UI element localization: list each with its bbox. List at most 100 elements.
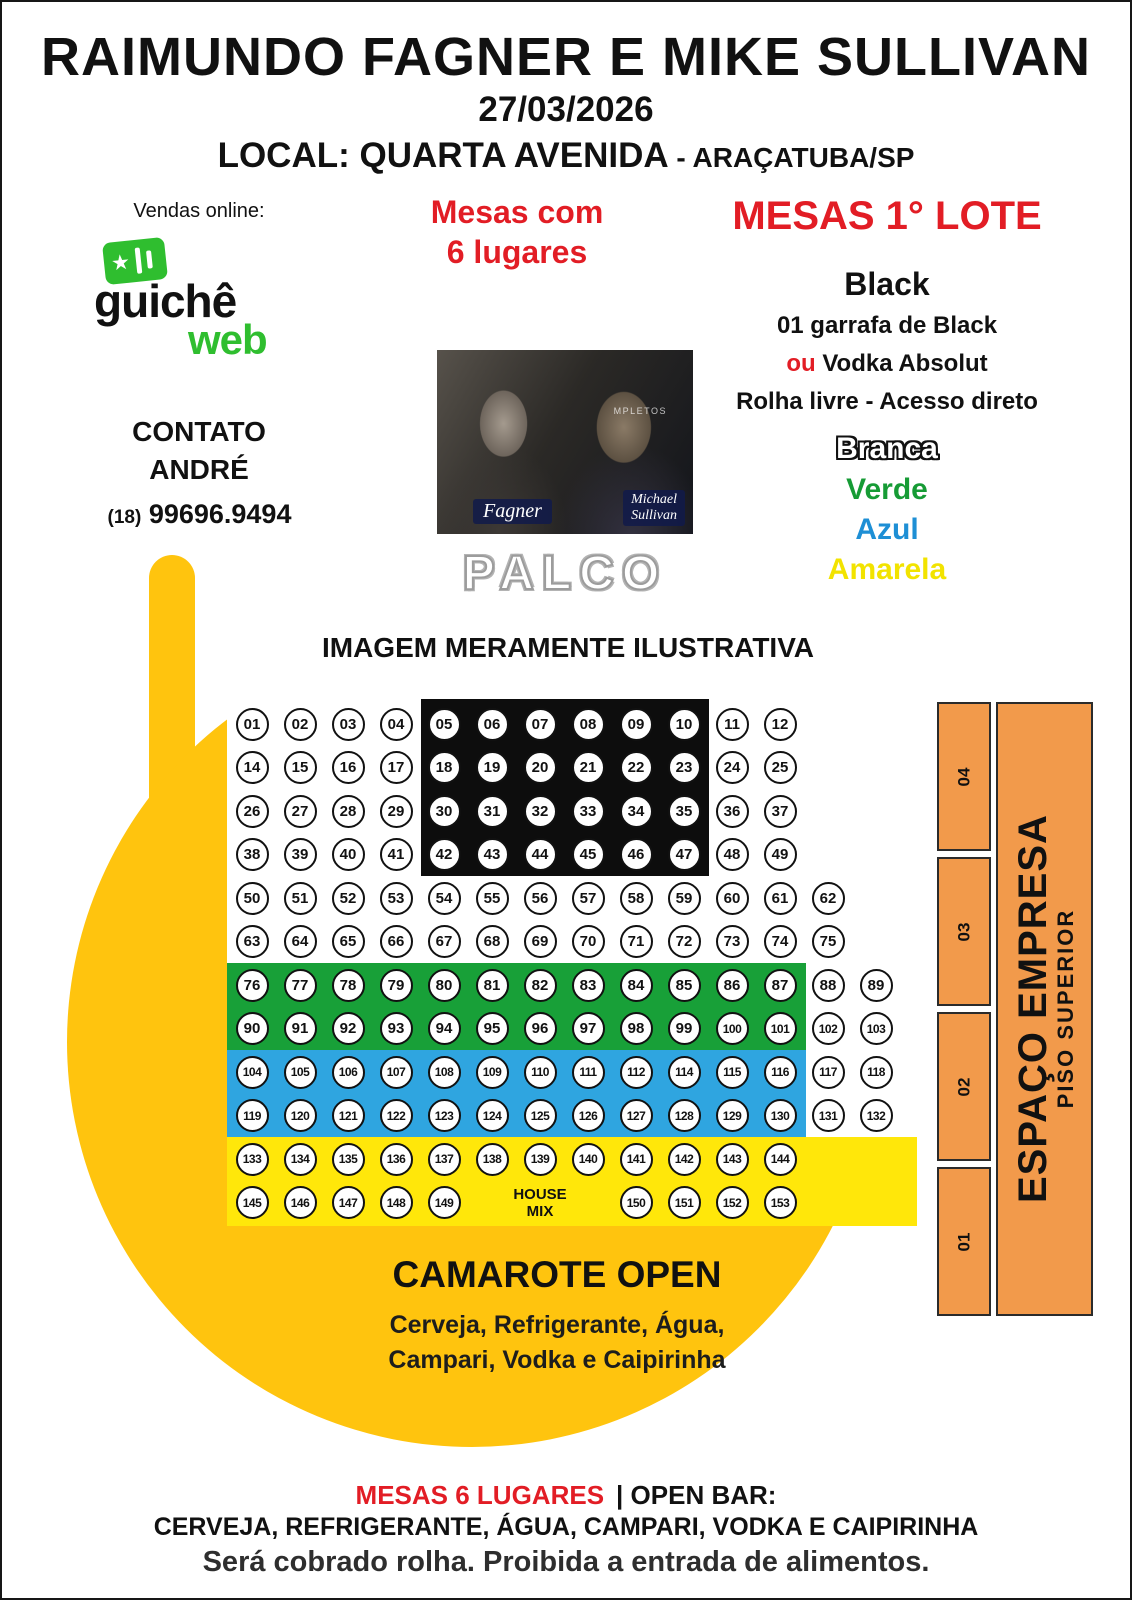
seat-118: 118 [859,1055,893,1089]
seat-91: 91 [283,1012,317,1045]
footer-drinks-line: CERVEJA, REFRIGERANTE, ÁGUA, CAMPARI, VO… [153,1513,979,1541]
seat-15: 15 [283,751,317,784]
seat-140: 140 [571,1142,605,1176]
seat-42: 42 [427,838,461,871]
package-detail-2: ou Vodka Absolut [707,350,1067,378]
camarote-open-title: CAMAROTE OPEN [392,1254,722,1295]
seat-30: 30 [427,794,461,828]
seat-38: 38 [235,838,269,871]
seat-18: 18 [427,751,461,784]
seat-119: 119 [235,1099,269,1132]
seat-100: 100 [715,1012,749,1045]
seat-17: 17 [379,751,413,784]
ou-word: ou [786,350,816,377]
seat-128: 128 [667,1099,701,1132]
camarote-drinks-line1: Cerveja, Refrigerante, Água, [389,1311,725,1339]
seat-138: 138 [475,1142,509,1176]
seat-107: 107 [379,1055,413,1089]
seat-115: 115 [715,1055,749,1089]
side-box-label: 02 [953,1077,973,1096]
phone-number: 99696.9494 [141,499,292,529]
zone-green [227,963,806,1051]
guicheweb-logo-word1: guichê [94,275,237,327]
seat-112: 112 [619,1055,653,1089]
seat-131: 131 [811,1099,845,1132]
seat-62: 62 [811,881,845,915]
seat-43: 43 [475,838,509,871]
legend-amarela: Amarela [827,553,947,586]
seat-02: 02 [283,707,317,741]
star-icon: ★ [109,250,132,275]
background-mask [195,542,925,700]
contact-phone: (18) 99696.9494 [62,499,337,530]
side-box-label: 04 [953,767,973,786]
seat-25: 25 [763,751,797,784]
seat-58: 58 [619,881,653,915]
seat-66: 66 [379,925,413,958]
seat-27: 27 [283,794,317,828]
footer-rolha-line: Será cobrado rolha. Proibida a entrada d… [202,1546,930,1578]
seat-80: 80 [427,968,461,1002]
seat-72: 72 [667,925,701,958]
mesas-6-lugares-text: MESAS 6 LUGARES [355,1480,605,1510]
seat-106: 106 [331,1055,365,1089]
seat-60: 60 [715,881,749,915]
seat-14: 14 [235,751,269,784]
seat-90: 90 [235,1012,269,1045]
seat-08: 08 [571,707,605,741]
seat-147: 147 [331,1186,365,1219]
seat-124: 124 [475,1099,509,1132]
seat-70: 70 [571,925,605,958]
seat-21: 21 [571,751,605,784]
seat-144: 144 [763,1142,797,1176]
side-box-01: 01 [937,1167,991,1316]
seat-92: 92 [331,1012,365,1045]
seat-141: 141 [619,1142,653,1176]
seat-121: 121 [331,1099,365,1132]
seat-69: 69 [523,925,557,958]
mesas-com-label: Mesas com [430,194,604,230]
ticket-bar-icon [134,247,143,274]
seat-110: 110 [523,1055,557,1089]
seat-51: 51 [283,881,317,915]
seat-94: 94 [427,1012,461,1045]
seat-148: 148 [379,1186,413,1219]
seat-104: 104 [235,1055,269,1089]
side-box-label: 03 [953,922,973,941]
seat-63: 63 [235,925,269,958]
seat-82: 82 [523,968,557,1002]
seat-97: 97 [571,1012,605,1045]
seat-98: 98 [619,1012,653,1045]
seat-146: 146 [283,1186,317,1219]
event-date: 27/03/2026 [478,90,654,129]
seat-23: 23 [667,751,701,784]
seat-133: 133 [235,1142,269,1176]
seat-37: 37 [763,794,797,828]
piso-superior-label: PISO SUPERIOR [1052,909,1078,1109]
seat-89: 89 [859,968,893,1002]
side-box-label: 01 [953,1232,973,1251]
seat-102: 102 [811,1012,845,1045]
seat-10: 10 [667,707,701,741]
seat-26: 26 [235,794,269,828]
seat-05: 05 [427,707,461,741]
illustrative-disclaimer: IMAGEM MERAMENTE ILUSTRATIVA [321,632,815,663]
seat-122: 122 [379,1099,413,1132]
seat-61: 61 [763,881,797,915]
seat-20: 20 [523,751,557,784]
seat-24: 24 [715,751,749,784]
photo-overlay-text: MPLETOS [613,406,667,416]
seat-151: 151 [667,1186,701,1219]
seat-64: 64 [283,925,317,958]
contact-name: ANDRÉ [149,454,249,485]
seat-03: 03 [331,707,365,741]
seat-73: 73 [715,925,749,958]
seat-139: 139 [523,1142,557,1176]
seat-135: 135 [331,1142,365,1176]
seat-117: 117 [811,1055,845,1089]
seat-54: 54 [427,881,461,915]
seat-153: 153 [763,1186,797,1219]
fagner-caption: Fagner [473,499,552,524]
